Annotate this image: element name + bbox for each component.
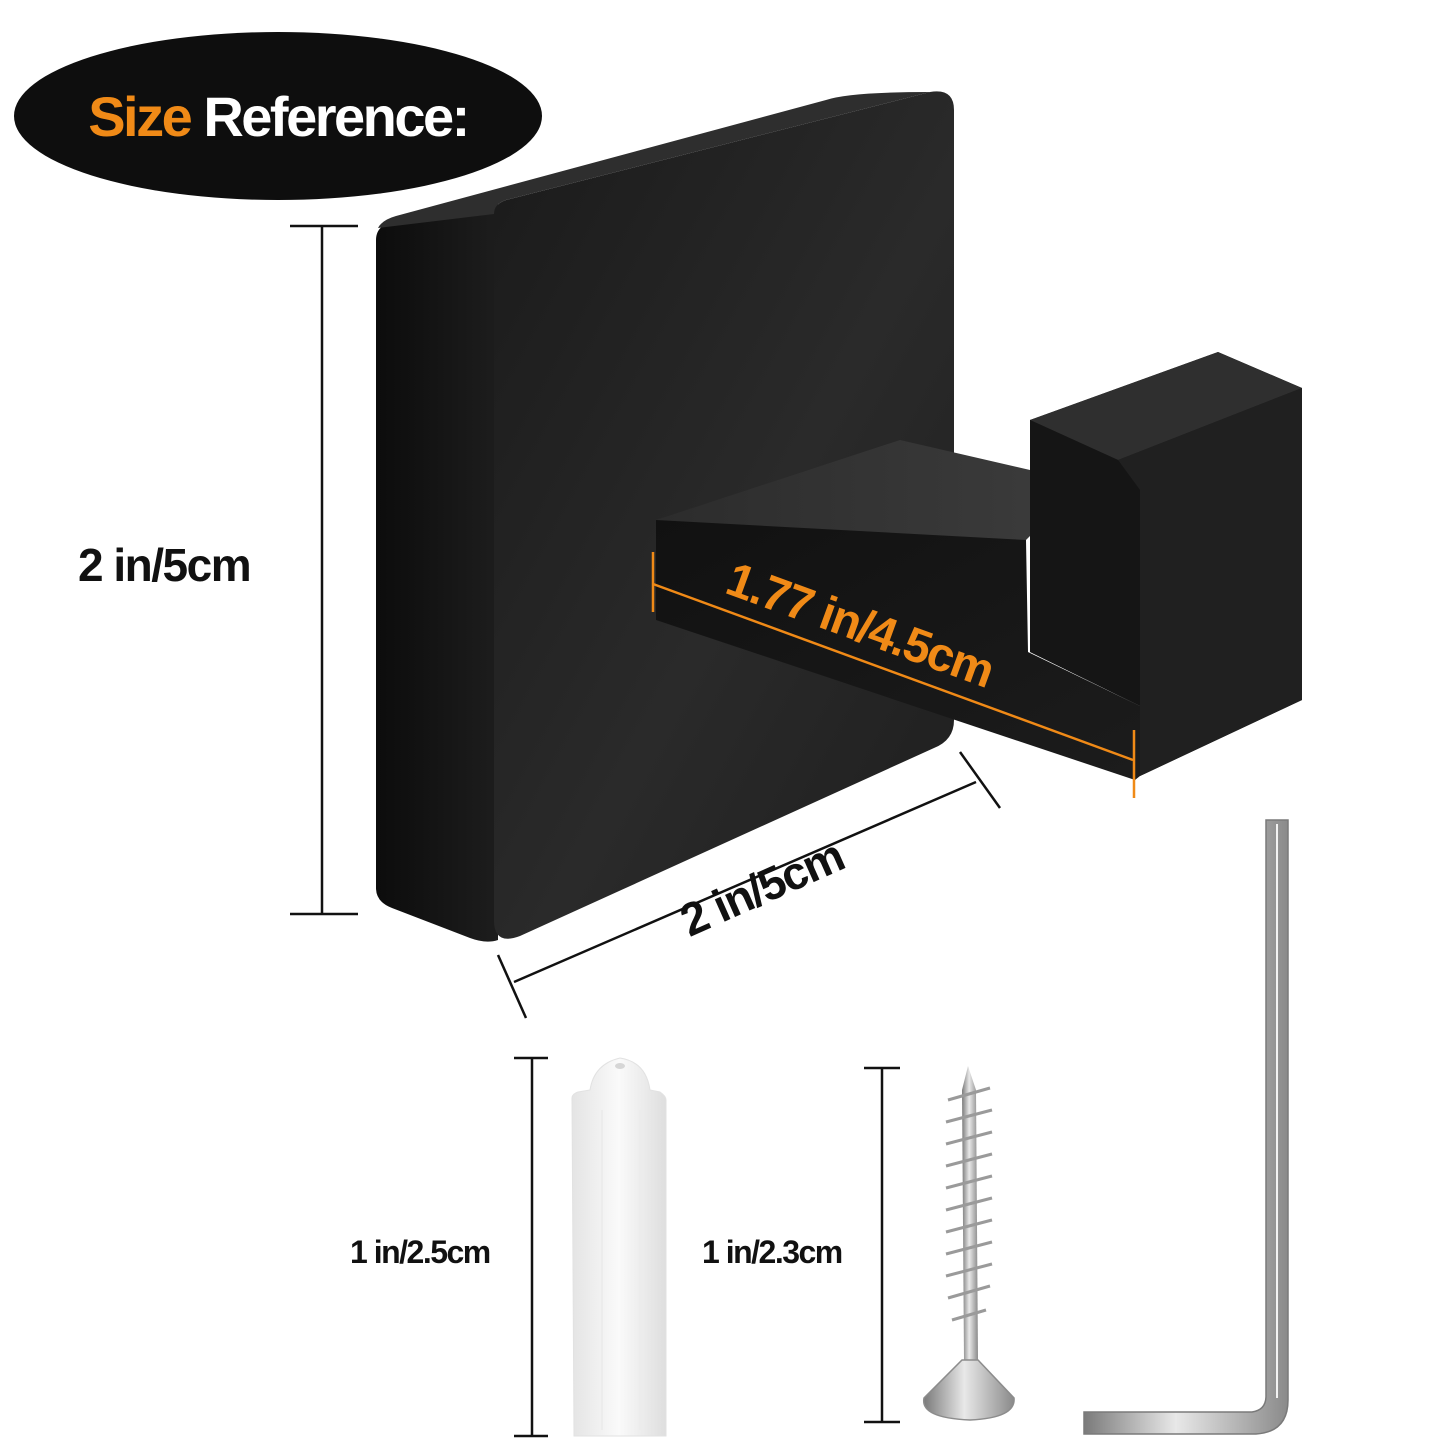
width-dimension-line: [496, 751, 1002, 1019]
anchor-length-label: 1 in/2.5cm: [350, 1234, 491, 1270]
height-label: 2 in/5cm: [78, 539, 252, 591]
hex-key-image: [1083, 819, 1289, 1435]
hook-arm: [656, 352, 1302, 780]
title-heading: Size Reference:: [88, 84, 470, 149]
anchor-dimension-line: [514, 1056, 548, 1438]
wall-anchor-image: [571, 1057, 667, 1437]
screw-length-label: 1 in/2.3cm: [702, 1234, 843, 1270]
screw-image: [923, 1066, 1015, 1421]
screw-dimension-line: [864, 1066, 900, 1424]
title-badge: Size Reference:: [14, 32, 542, 200]
hook-length-dimension-line: [651, 552, 1136, 798]
title-main: Reference:: [203, 84, 470, 148]
title-accent: Size: [88, 84, 193, 148]
height-dimension-line: [290, 224, 358, 916]
